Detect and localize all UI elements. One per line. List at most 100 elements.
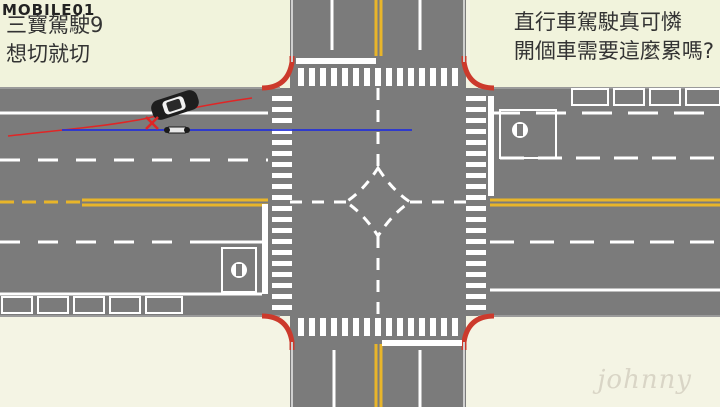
scooter-waiting-zone-e: [499, 109, 557, 159]
crosswalk-stripe: [441, 318, 447, 336]
crosswalk-stripe: [466, 107, 486, 112]
crosswalk-stripe: [272, 294, 292, 299]
stop-line-s: [382, 340, 462, 346]
stop-line-w: [262, 204, 268, 294]
caption-left-line1: 三寶駕駛9: [6, 13, 104, 37]
crosswalk-stripe: [466, 151, 486, 156]
crosswalk-stripe: [466, 228, 486, 233]
crosswalk-stripe: [272, 107, 292, 112]
crosswalk-stripe: [419, 318, 425, 336]
crosswalk-stripe: [466, 184, 486, 189]
crosswalk-stripe: [386, 318, 392, 336]
watermark: johnny: [597, 365, 692, 395]
scooter-icon: [164, 126, 190, 134]
crosswalk-stripe: [298, 318, 304, 336]
collision-mark-icon: [145, 116, 159, 130]
crosswalk-stripe: [466, 239, 486, 244]
scooter-waiting-zone-icon: [231, 262, 247, 278]
crosswalk-stripe: [331, 318, 337, 336]
crosswalk-stripe: [353, 68, 359, 86]
red-curb-nw: [261, 56, 295, 91]
crosswalk-stripe: [430, 318, 436, 336]
crosswalk-stripe: [364, 318, 370, 336]
crosswalk-stripe: [272, 261, 292, 266]
crosswalk-stripe: [375, 318, 381, 336]
crosswalk-stripe: [272, 217, 292, 222]
caption-right-line1: 直行車駕駛真可憐: [513, 10, 682, 34]
crosswalk-stripe: [466, 294, 486, 299]
parking-boxes-ne: [571, 88, 720, 106]
crosswalk-stripe: [298, 68, 304, 86]
crosswalk-stripe: [430, 68, 436, 86]
crosswalk-stripe: [309, 68, 315, 86]
crosswalk-stripe: [466, 305, 486, 310]
crosswalk-stripe: [353, 318, 359, 336]
crosswalk-stripe: [419, 68, 425, 86]
crosswalk-stripe: [466, 250, 486, 255]
red-curb-ne: [461, 56, 495, 91]
stop-line-e: [488, 96, 494, 196]
crosswalk-stripe: [272, 195, 292, 200]
crosswalk-stripe: [272, 250, 292, 255]
red-curb-se: [461, 313, 495, 350]
caption-left: 三寶駕駛9 想切就切: [6, 11, 103, 69]
scooter-waiting-zone-w: [221, 247, 257, 293]
crosswalk-stripe: [272, 206, 292, 211]
crosswalk-stripe: [320, 318, 326, 336]
crosswalk-west: [272, 96, 292, 310]
crosswalk-stripe: [466, 129, 486, 134]
caption-left-line2: 想切就切: [6, 42, 90, 66]
grass-patch-ne: [470, 0, 720, 88]
crosswalk-stripe: [272, 239, 292, 244]
caption-right-line2: 開個車需要這麼累嗎?: [513, 39, 714, 63]
crosswalk-stripe: [466, 206, 486, 211]
crosswalk-stripe: [466, 195, 486, 200]
crosswalk-stripe: [272, 184, 292, 189]
crosswalk-stripe: [466, 272, 486, 277]
crosswalk-stripe: [408, 68, 414, 86]
caption-right: 直行車駕駛真可憐 開個車需要這麼累嗎?: [514, 8, 714, 66]
crosswalk-stripe: [309, 318, 315, 336]
crosswalk-stripe: [272, 151, 292, 156]
crosswalk-stripe: [342, 318, 348, 336]
stop-line-n: [296, 58, 376, 64]
crosswalk-stripe: [272, 283, 292, 288]
crosswalk-stripe: [272, 129, 292, 134]
intersection-guide-lines: [290, 88, 466, 316]
crosswalk-stripe: [272, 305, 292, 310]
crosswalk-stripe: [331, 68, 337, 86]
crosswalk-stripe: [397, 68, 403, 86]
crosswalk-north: [298, 68, 458, 86]
car-icon: [151, 90, 199, 120]
crosswalk-stripe: [364, 68, 370, 86]
crosswalk-stripe: [466, 118, 486, 123]
crosswalk-stripe: [466, 140, 486, 145]
crosswalk-stripe: [320, 68, 326, 86]
crosswalk-stripe: [466, 173, 486, 178]
crosswalk-stripe: [272, 173, 292, 178]
crosswalk-stripe: [466, 283, 486, 288]
crosswalk-stripe: [466, 217, 486, 222]
crosswalk-stripe: [466, 261, 486, 266]
crosswalk-stripe: [466, 96, 486, 101]
crosswalk-stripe: [452, 318, 458, 336]
parking-boxes-sw: [1, 296, 183, 314]
crosswalk-stripe: [272, 96, 292, 101]
crosswalk-stripe: [342, 68, 348, 86]
crosswalk-stripe: [272, 140, 292, 145]
site-logo: MOBILE01: [2, 1, 96, 19]
scooter-waiting-zone-icon: [512, 122, 528, 138]
crosswalk-stripe: [386, 68, 392, 86]
red-curb-sw: [261, 313, 295, 350]
crosswalk-stripe: [452, 68, 458, 86]
crosswalk-stripe: [272, 162, 292, 167]
crosswalk-stripe: [375, 68, 381, 86]
crosswalk-stripe: [272, 228, 292, 233]
crosswalk-stripe: [466, 162, 486, 167]
crosswalk-stripe: [408, 318, 414, 336]
grass-patch-nw: [0, 0, 290, 88]
crosswalk-stripe: [272, 272, 292, 277]
crosswalk-stripe: [397, 318, 403, 336]
